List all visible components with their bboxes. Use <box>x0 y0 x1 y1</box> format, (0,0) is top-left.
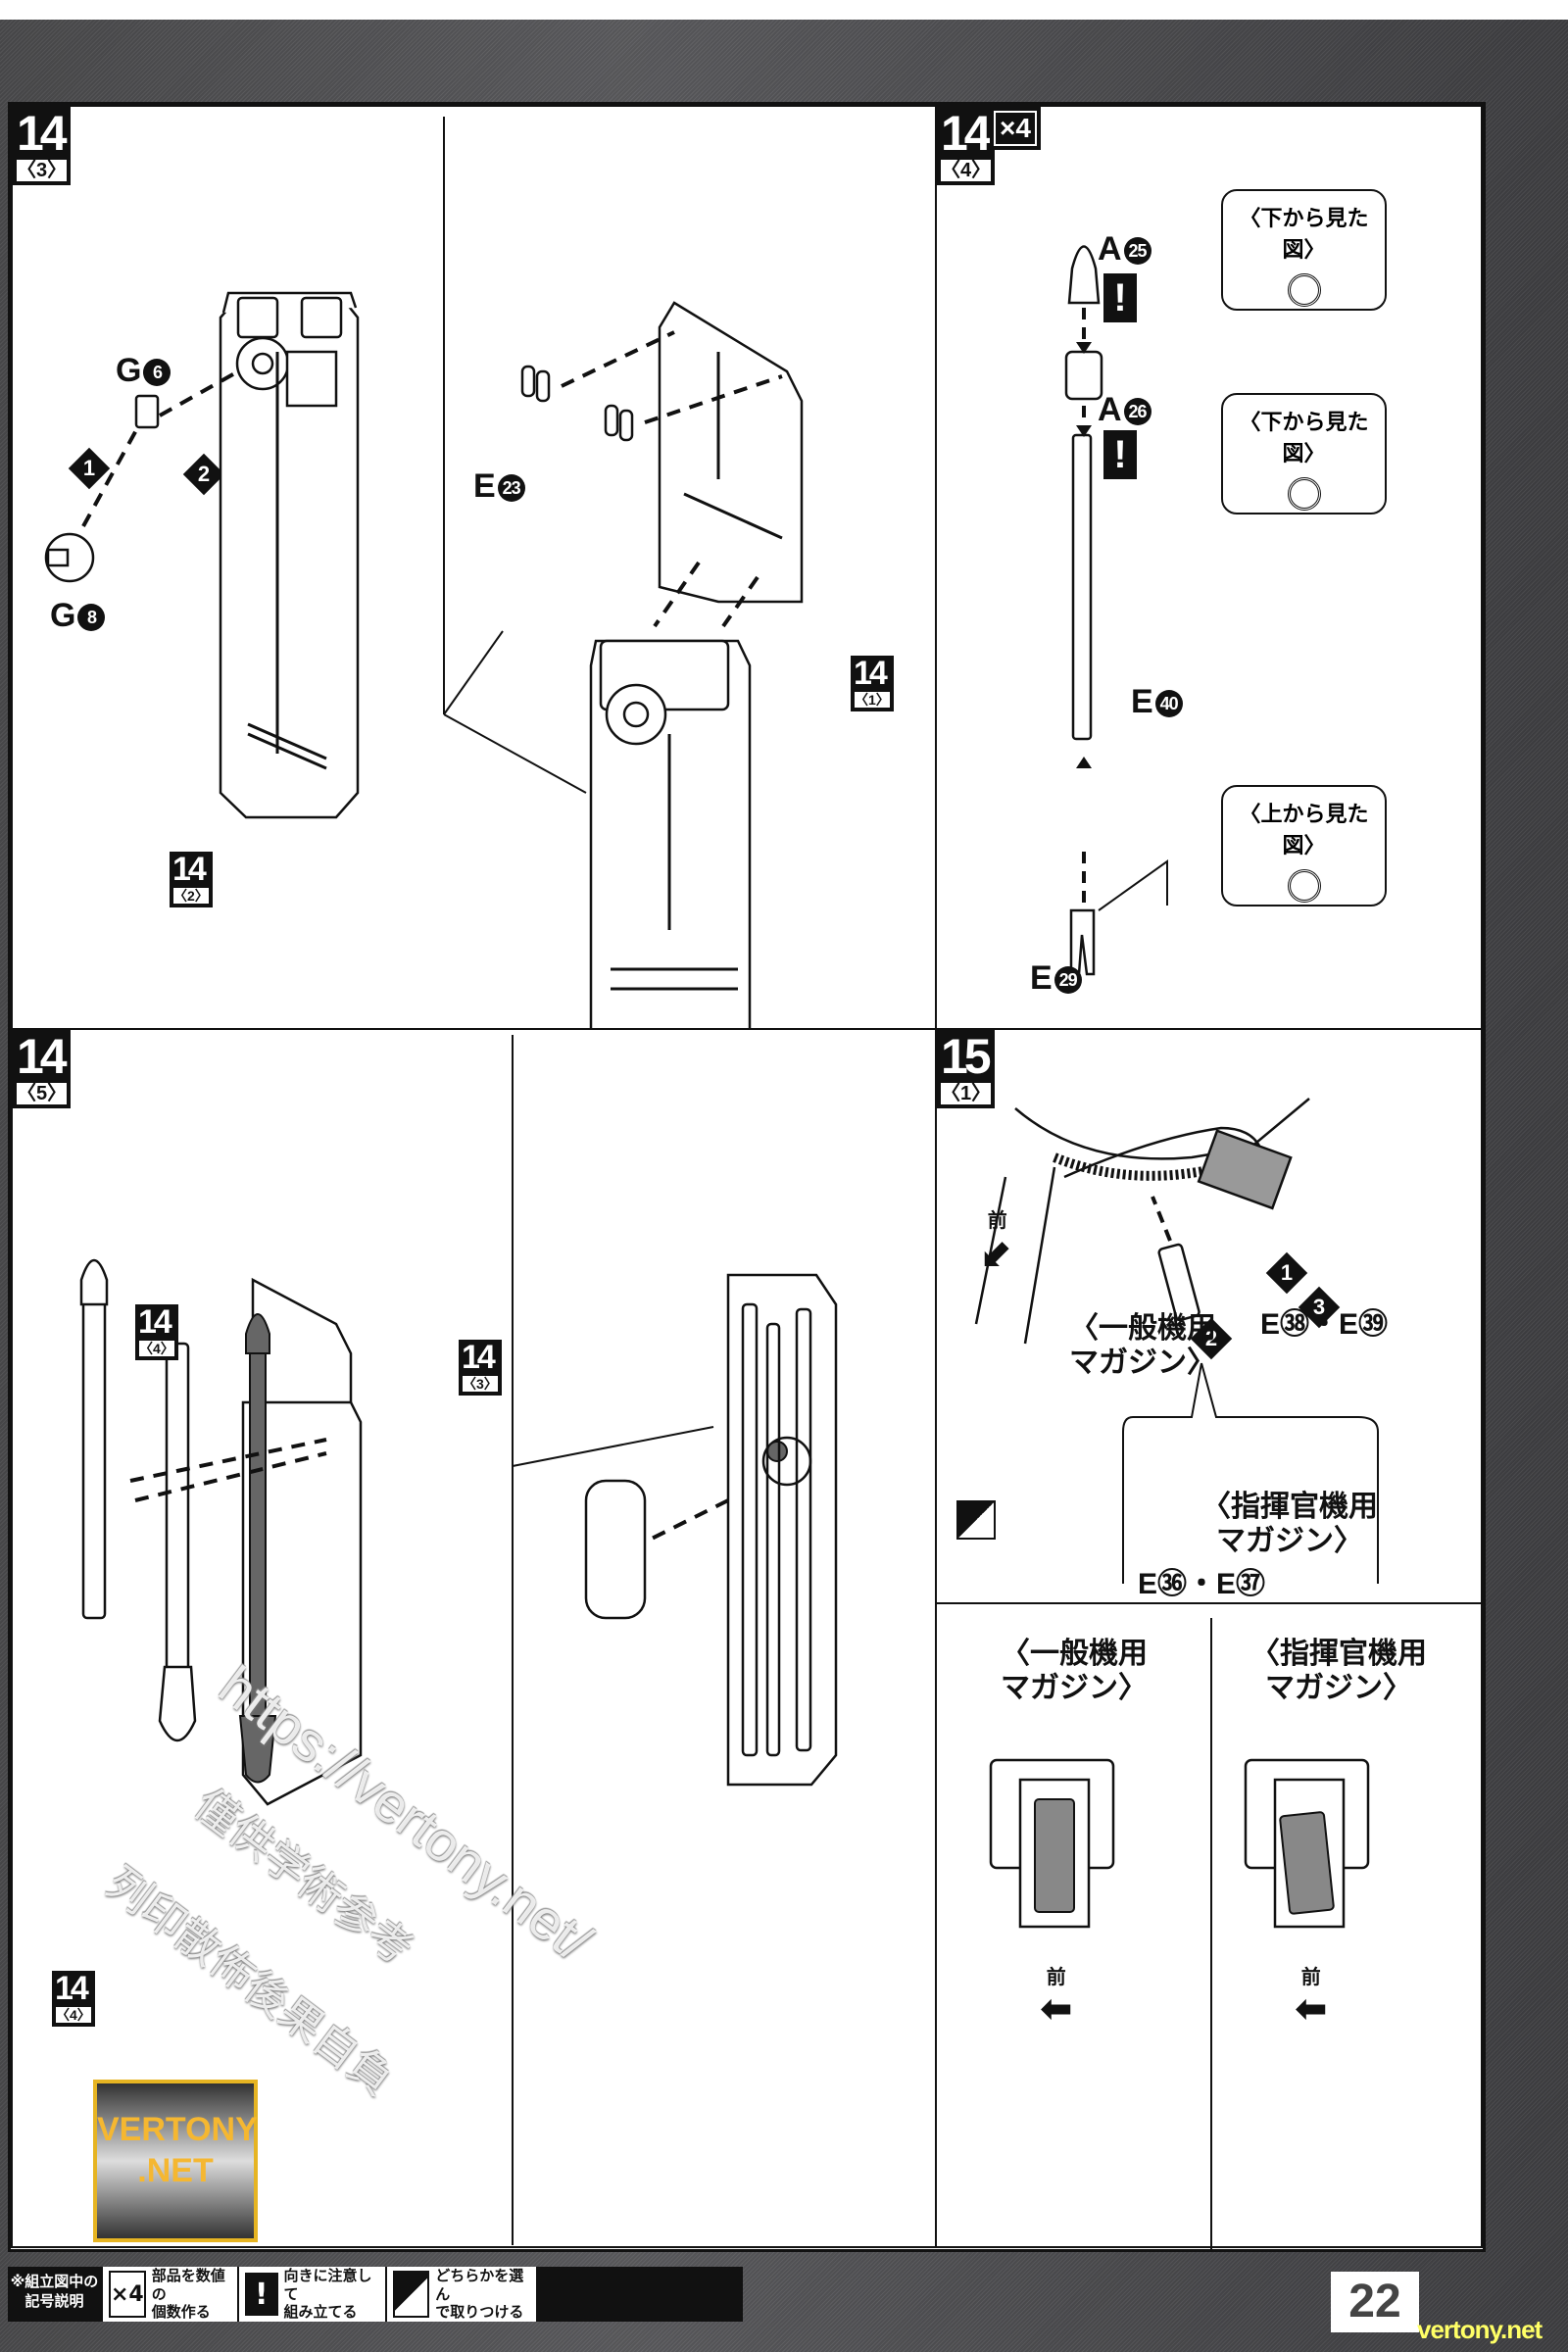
part-bottom-view-icon <box>1287 477 1321 511</box>
part-number-badge: 6 <box>143 359 172 387</box>
ref-badge-14-1: 14 〈1〉 <box>851 656 894 711</box>
part-number-badge: 40 <box>1154 690 1183 718</box>
step-substep: 〈1〉 <box>939 1081 994 1106</box>
front-direction-indicator: 前 ⬋ <box>981 1208 1014 1275</box>
legend-item-multiplier: ×4 部品を数値の個数作る <box>101 2267 237 2322</box>
general-magazine-label: 〈一般機用 マガジン〉 <box>1069 1311 1216 1380</box>
arrow-left-icon: ⬋ <box>981 1230 1014 1275</box>
page-number: 22 <box>1331 2272 1419 2332</box>
ref-badge-14-4: 14 〈4〉 <box>52 1971 95 2027</box>
step-number: 15 <box>941 1029 992 1084</box>
assembly-drawing-14-3 <box>44 117 804 1032</box>
order-marker-1: 1 <box>1265 1251 1308 1295</box>
x4-multiplier-icon: ×4 <box>994 111 1037 146</box>
x4-multiplier-icon: ×4 <box>109 2271 146 2318</box>
choose-one-icon <box>956 1500 996 1540</box>
arrow-left-icon: ⬅ <box>1040 1986 1073 2032</box>
assembly-drawing-14-5 <box>79 1035 838 2245</box>
caution-icon: ! <box>1103 430 1137 479</box>
vertony-logo-badge: VERTONY .NET <box>93 2080 258 2242</box>
assembly-drawing-15-1 <box>937 1098 1485 2250</box>
step-substep: 〈4〉 <box>939 158 994 183</box>
part-label-e36-e37: E㊱・E㊲ <box>1138 1568 1266 1600</box>
view-caption: 〈上から見た図〉 <box>1239 803 1369 858</box>
symbol-legend: ※組立図中の 記号説明 ×4 部品を数値の個数作る ! 向きに注意して組み立てる… <box>8 2267 743 2322</box>
part-number-badge: 8 <box>77 604 106 632</box>
part-number-badge: 25 <box>1123 237 1152 266</box>
arrow-left-icon: ⬅ <box>1295 1986 1328 2032</box>
step-substep: 〈5〉 <box>15 1081 70 1106</box>
part-number-badge: 26 <box>1123 398 1152 426</box>
multiplier-badge: ×4 <box>990 107 1041 150</box>
legend-title: ※組立図中の 記号説明 <box>10 2273 99 2310</box>
ref-badge-14-3: 14 〈3〉 <box>459 1340 502 1396</box>
ref-badge-14-2: 14 〈2〉 <box>170 852 213 907</box>
view-caption: 〈下から見た図〉 <box>1239 411 1369 466</box>
step-substep: 〈3〉 <box>15 158 70 183</box>
part-number-badge: 23 <box>497 474 525 503</box>
step-number: 14 <box>941 106 992 161</box>
part-label-e38-e39: E㊳・E㊴ <box>1260 1308 1389 1341</box>
ref-badge-14-4: 14 〈4〉 <box>135 1304 178 1360</box>
caution-icon: ! <box>1103 273 1137 322</box>
choose-one-icon <box>393 2271 430 2318</box>
view-bubble-bottom-a25: 〈下から見た図〉 <box>1221 189 1387 311</box>
site-tag: vertony.net <box>1417 2315 1543 2344</box>
commander-magazine-label: 〈指揮官機用 マガジン〉 <box>1201 1490 1378 1558</box>
panel-step-14-5: 14 〈5〉 <box>11 1028 937 2248</box>
step-number: 14 <box>17 1029 68 1084</box>
step-badge: 14 〈3〉 <box>13 106 72 185</box>
step-badge: 14 〈5〉 <box>13 1029 72 1108</box>
assembly-drawing-14-4 <box>1064 245 1168 976</box>
legend-item-choose-one: どちらかを選んで取りつける <box>385 2267 536 2322</box>
compare-commander-magazine-label: 〈指揮官機用 マガジン〉 <box>1250 1637 1427 1705</box>
front-direction-indicator: 前 ⬅ <box>1295 1965 1328 2032</box>
front-direction-indicator: 前 ⬅ <box>1040 1965 1073 2032</box>
step-badge: 14 〈4〉 <box>937 106 996 185</box>
view-bubble-top-e29: 〈上から見た図〉 <box>1221 785 1387 906</box>
caution-icon: ! <box>245 2273 278 2316</box>
panel-step-15-1: 15 〈1〉 <box>935 1028 1485 2250</box>
part-number-badge: 29 <box>1054 966 1082 995</box>
part-bottom-view-icon <box>1287 273 1321 307</box>
step-number: 14 <box>17 106 68 161</box>
view-bubble-bottom-a26: 〈下から見た図〉 <box>1221 393 1387 514</box>
view-caption: 〈下から見た図〉 <box>1239 207 1369 263</box>
step-badge: 15 〈1〉 <box>937 1029 996 1108</box>
compare-general-magazine-label: 〈一般機用 マガジン〉 <box>1001 1637 1148 1705</box>
part-top-view-icon <box>1287 869 1321 903</box>
legend-item-caution: ! 向きに注意して組み立てる <box>237 2267 385 2322</box>
